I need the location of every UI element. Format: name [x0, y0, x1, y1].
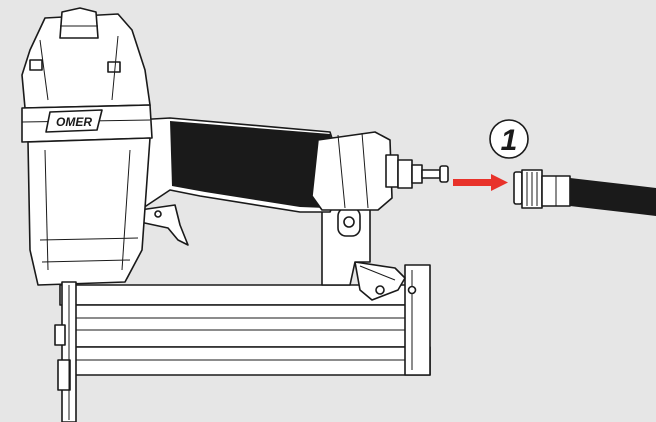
nose-safety	[54, 281, 77, 422]
step-marker: 1	[489, 119, 529, 159]
quick-coupler	[513, 169, 571, 209]
tool-head: OMER	[21, 7, 153, 286]
brand-label: OMER	[56, 115, 92, 129]
magazine-latch	[354, 261, 417, 301]
rear-support	[321, 204, 371, 286]
brand-badge: OMER	[45, 109, 103, 133]
male-air-plug	[397, 159, 449, 189]
air-inlet-cap	[311, 131, 399, 211]
step-number: 1	[501, 124, 518, 157]
tool-handle	[124, 117, 346, 213]
rubber-grip	[170, 121, 342, 208]
air-hose	[570, 178, 656, 216]
arrow-right-icon	[453, 174, 508, 191]
